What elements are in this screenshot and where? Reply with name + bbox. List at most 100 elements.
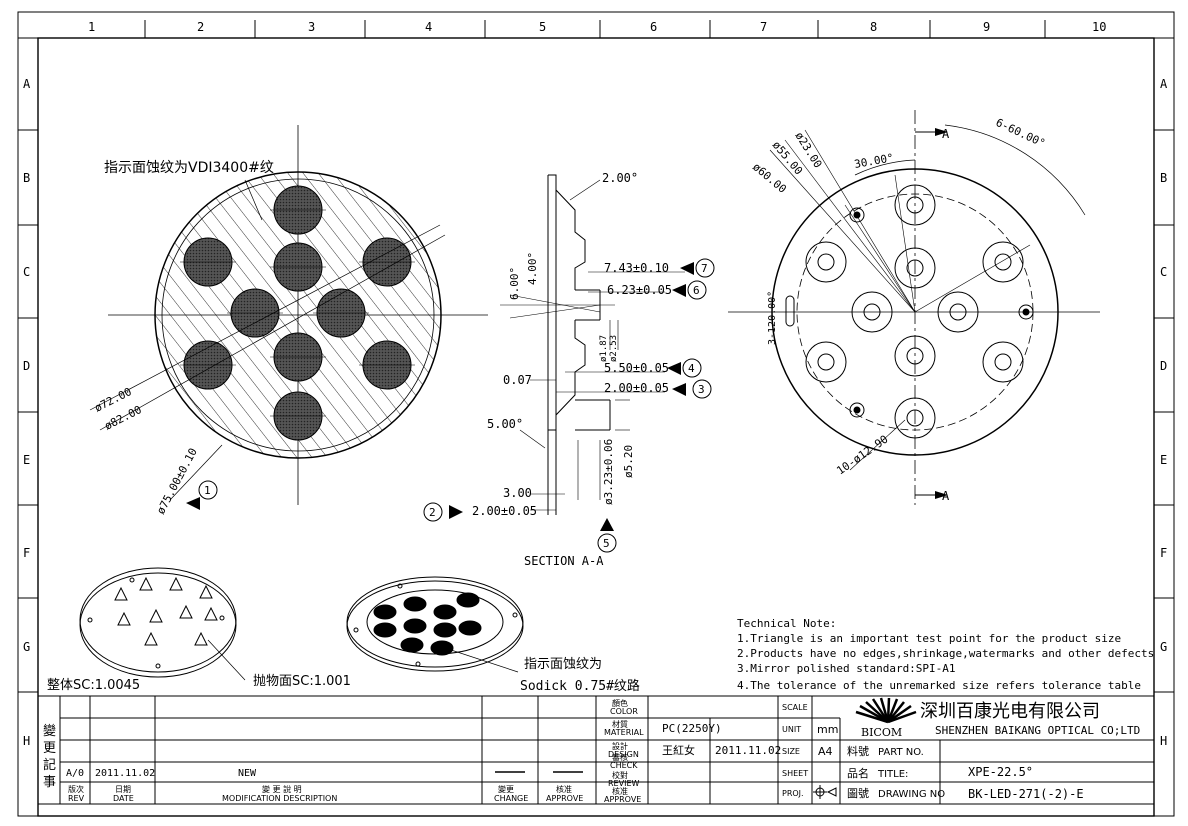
field-review-cn: 校對 bbox=[612, 770, 628, 780]
front-texture-note: 指示面蚀纹为VDI3400#纹 bbox=[104, 160, 274, 176]
bicom-logo-icon bbox=[855, 697, 917, 724]
rev-head-rev-cn: 版次 bbox=[68, 784, 84, 794]
section-angle-5: 5.00° bbox=[487, 417, 523, 431]
rev-head-change-cn: 變更 bbox=[498, 784, 514, 794]
section-dim-007: 0.07 bbox=[503, 373, 532, 387]
section-angle-2: 2.00° bbox=[602, 171, 638, 185]
company-name-en: SHENZHEN BAIKANG OPTICAL CO;LTD bbox=[935, 724, 1140, 737]
tech-note-heading: Technical Note: bbox=[737, 617, 836, 630]
rev-head-desc-en: MODIFICATION DESCRIPTION bbox=[222, 794, 337, 803]
iso-texture-en: Sodick 0.75#纹路 bbox=[520, 678, 640, 694]
field-color-cn: 顏色 bbox=[612, 698, 628, 708]
rev-head-change-en: CHANGE bbox=[494, 794, 528, 803]
grid-row-g-right: G bbox=[1160, 640, 1167, 654]
grid-col-10: 10 bbox=[1092, 20, 1106, 34]
section-a-top: A bbox=[942, 127, 950, 141]
rev-date: 2011.11.02 bbox=[95, 768, 155, 779]
back-angle-6x60: 6-60.00° bbox=[994, 116, 1048, 150]
rev-head-date-en: DATE bbox=[113, 794, 134, 803]
field-approve-cn: 核准 bbox=[612, 786, 628, 796]
grid-col-5: 5 bbox=[539, 20, 546, 34]
field-design-en: DESIGN bbox=[608, 750, 639, 759]
grid-row-c-right: C bbox=[1160, 265, 1167, 279]
grid-col-7: 7 bbox=[760, 20, 767, 34]
grid-row-a: A bbox=[23, 77, 31, 91]
grid-row-c: C bbox=[23, 265, 30, 279]
marker-7: 7 bbox=[701, 262, 708, 275]
size-label: SIZE bbox=[782, 747, 800, 756]
rev-side-char-4: 事 bbox=[43, 775, 56, 790]
grid-col-2: 2 bbox=[197, 20, 204, 34]
iso-overall-scale: 整体SC:1.0045 bbox=[47, 678, 140, 693]
grid-row-d-right: D bbox=[1160, 359, 1167, 373]
grid-row-h-right: H bbox=[1160, 734, 1167, 748]
section-dim-6: 6.23±0.05 bbox=[607, 283, 672, 297]
back-angle-3x120: 3-120.00° bbox=[767, 291, 778, 345]
section-dim-3: 2.00±0.05 bbox=[604, 381, 669, 395]
material-value: PC(2250Y) bbox=[662, 722, 722, 735]
size-value: A4 bbox=[818, 745, 833, 758]
iso-view-back bbox=[346, 576, 524, 672]
logo-text: BICOM bbox=[861, 726, 902, 739]
grid-col-6: 6 bbox=[650, 20, 657, 34]
section-title: SECTION A-A bbox=[524, 554, 604, 568]
sheet-label: SHEET bbox=[782, 769, 808, 778]
section-dia-323: ø3.23±0.06 bbox=[602, 439, 615, 505]
field-material-cn: 材質 bbox=[612, 719, 628, 729]
section-dim-7: 7.43±0.10 bbox=[604, 261, 669, 275]
rev-side-char-1: 變 bbox=[43, 723, 56, 739]
section-a-bottom: A bbox=[942, 489, 950, 503]
company-name-cn: 深圳百康光电有限公司 bbox=[920, 701, 1100, 722]
marker-4: 4 bbox=[688, 362, 695, 375]
unit-label: UNIT bbox=[782, 725, 801, 734]
rev-desc: NEW bbox=[238, 768, 257, 779]
scale-label: SCALE bbox=[782, 703, 808, 712]
sheet-frame bbox=[17, 11, 1175, 817]
title-cn: 品名 bbox=[847, 766, 869, 780]
section-angle-4: 4.00° bbox=[526, 252, 539, 285]
grid-row-e-right: E bbox=[1160, 453, 1167, 467]
field-review-en: REVIEW bbox=[608, 779, 640, 788]
back-dim-10x129: 10-ø12.90 bbox=[834, 433, 890, 478]
unit-value: mm bbox=[817, 723, 838, 736]
grid-row-h: H bbox=[23, 734, 30, 748]
field-color-en: COLOR bbox=[610, 707, 638, 716]
drawing-no-cn: 圖號 bbox=[847, 787, 869, 800]
grid-row-g: G bbox=[23, 640, 30, 654]
section-dim-2: 2.00±0.05 bbox=[472, 504, 537, 518]
field-check-cn: 審核 bbox=[612, 752, 628, 762]
designer-name: 王紅女 bbox=[662, 743, 695, 757]
marker-1: 1 bbox=[204, 484, 211, 497]
triangle-marker-1 bbox=[186, 497, 200, 510]
triangle-marker-2 bbox=[449, 505, 463, 519]
projection-symbol bbox=[813, 785, 837, 799]
back-view bbox=[728, 110, 1100, 505]
field-design-cn: 設計 bbox=[612, 741, 628, 751]
grid-row-b: B bbox=[23, 171, 30, 185]
field-check-en: CHECK bbox=[610, 761, 638, 770]
grid-row-e: E bbox=[23, 453, 30, 467]
marker-3: 3 bbox=[698, 383, 705, 396]
drawing-no-value: BK-LED-271(-2)-E bbox=[968, 787, 1084, 801]
rev-side-char-3: 記 bbox=[43, 757, 56, 773]
drawing-no-en: DRAWING NO bbox=[878, 789, 945, 800]
part-no-en: PART NO. bbox=[878, 747, 924, 758]
triangle-marker-4 bbox=[667, 362, 681, 375]
section-dim-4: 5.50±0.05 bbox=[604, 361, 669, 375]
grid-col-1: 1 bbox=[88, 20, 95, 34]
front-view bbox=[89, 125, 488, 505]
triangle-marker-3 bbox=[672, 383, 686, 396]
section-angle-6: 6.00° bbox=[508, 267, 521, 300]
iso-polished-scale: 抛物面SC:1.001 bbox=[253, 674, 351, 689]
triangle-marker-7 bbox=[680, 262, 694, 275]
technical-notes: Technical Note: 1.Triangle is an importa… bbox=[737, 617, 1154, 692]
proj-label: PROJ. bbox=[782, 789, 804, 798]
grid-row-a-right: A bbox=[1160, 77, 1168, 91]
rev-head-desc-cn: 變 更 說 明 bbox=[262, 784, 302, 794]
field-approve-en: APPROVE bbox=[604, 795, 641, 804]
iso-view-front bbox=[79, 567, 237, 678]
section-dia-187: ø1.87 bbox=[599, 335, 609, 362]
part-no-cn: 料號 bbox=[847, 744, 869, 758]
marker-2: 2 bbox=[429, 506, 436, 519]
grid-labels: 1 2 3 4 5 6 7 8 9 10 A B C D E F G H A B… bbox=[23, 20, 1168, 748]
